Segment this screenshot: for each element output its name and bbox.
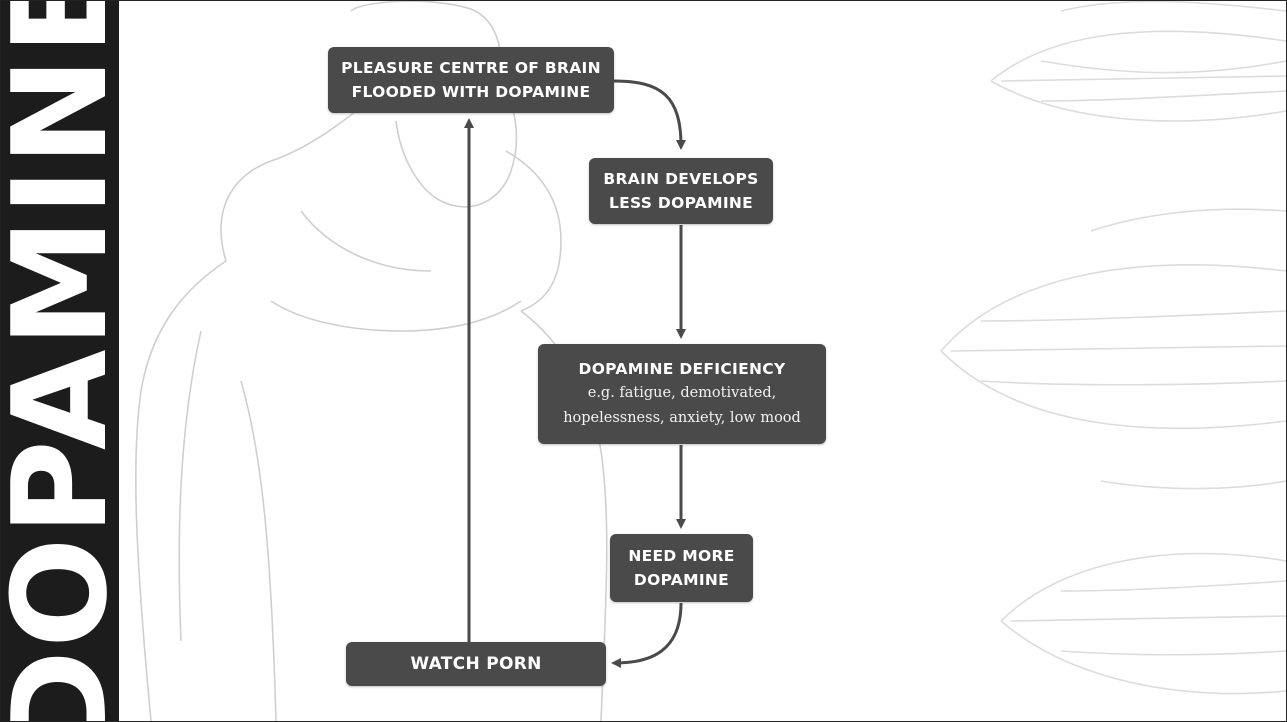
arrow-pleasure-to-develops: [613, 79, 686, 150]
deficiency-line2: hopelessness, anxiety, low mood: [563, 410, 801, 426]
deficiency-title: DOPAMINE DEFICIENCY: [578, 360, 786, 378]
needmore-line2: DOPAMINE: [633, 571, 730, 589]
develops-line1: BRAIN DEVELOPS: [603, 170, 759, 188]
deficiency-line1: e.g. fatigue, demotivated,: [587, 385, 777, 401]
pleasure-line2: FLOODED WITH DOPAMINE: [351, 83, 591, 101]
watch-label: WATCH PORN: [410, 654, 542, 674]
watch-porn-box: WATCH PORN: [346, 642, 606, 686]
arrow-needmore-to-watch: [611, 602, 683, 668]
need-more-dopamine-box: NEED MORE DOPAMINE: [610, 534, 753, 602]
develops-line2: LESS DOPAMINE: [608, 194, 754, 212]
dopamine-deficiency-box: DOPAMINE DEFICIENCY e.g. fatigue, demoti…: [538, 344, 826, 444]
side-title-band: DOPAMINE: [1, 1, 136, 721]
pleasure-line1: PLEASURE CENTRE OF BRAIN: [341, 59, 601, 77]
leaf-illustration: [940, 1, 1286, 695]
pleasure-centre-box: PLEASURE CENTRE OF BRAIN FLOODED WITH DO…: [328, 47, 614, 113]
needmore-line1: NEED MORE: [628, 547, 735, 565]
brain-develops-box: BRAIN DEVELOPS LESS DOPAMINE: [589, 158, 773, 224]
